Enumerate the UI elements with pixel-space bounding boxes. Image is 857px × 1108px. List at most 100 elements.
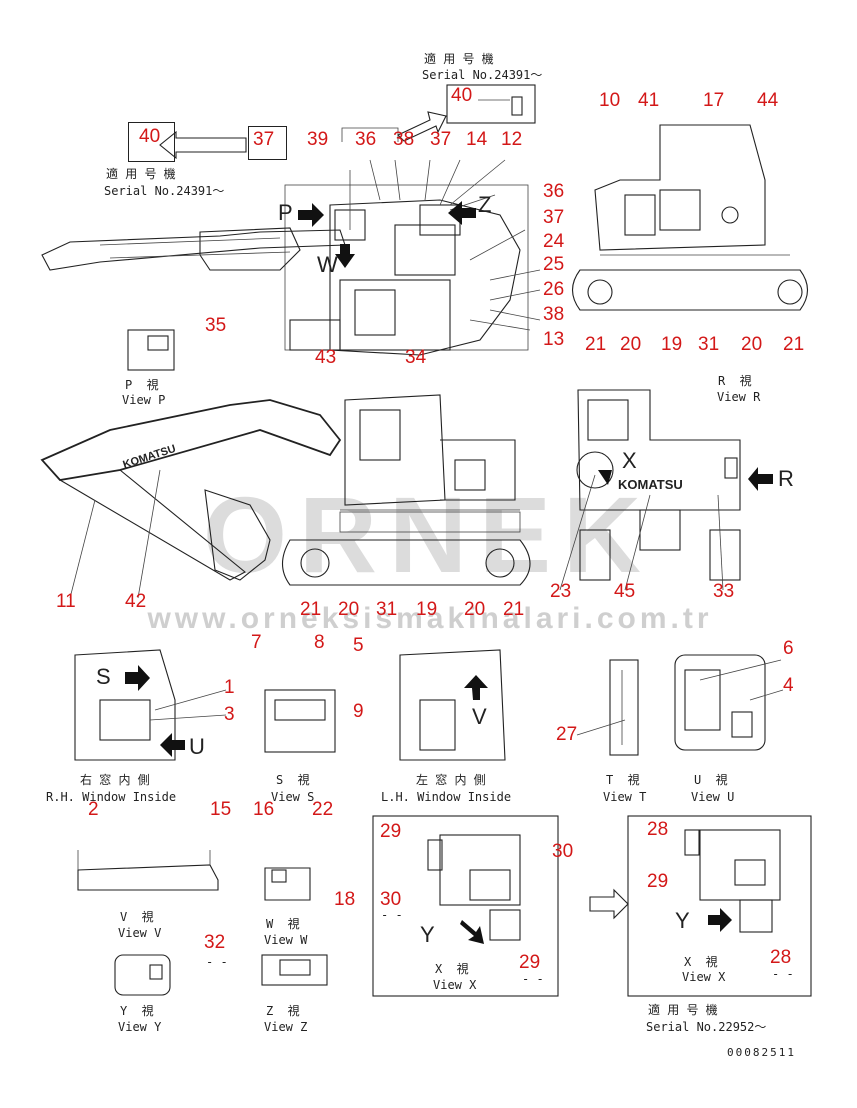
callout: 35 [205,315,227,336]
callout: 41 [638,90,660,111]
callout: 20 [620,334,642,355]
view-s-caption: View S [271,790,315,804]
view-letter-z: Z [478,192,492,217]
serial-label-box [446,84,536,124]
view-r-caption: View R [717,390,761,404]
callout: 45 [614,581,636,602]
callout: 36 [543,181,565,202]
view-letter-v: V [472,704,487,729]
plan-view [41,127,541,356]
callout: 43 [315,347,337,368]
dash-mark: - - [381,908,403,922]
callout: 14 [466,129,488,150]
view-r-caption-jp: R 視 [718,374,752,388]
rh-window-caption: R.H. Window Inside [46,790,177,804]
callout: 26 [543,279,565,300]
rh-window-drawing [74,649,176,761]
hollow-arrow-up-right [397,111,447,142]
serial-caption: Serial No.24391〜 [104,184,225,198]
arrow-u-icon [160,733,185,757]
view-w-drawing [264,867,311,901]
callout: 4 [783,675,794,696]
lh-window-caption-jp: 左 窓 内 側 [416,773,486,787]
callout: 25 [543,254,565,275]
counterweight-brand-text: KOMATSU [618,477,683,492]
arrow-s-icon [125,665,150,691]
callout: 30 [552,841,574,862]
callout: 10 [599,90,621,111]
view-r-drawing [576,389,741,581]
callout: 29 [380,821,402,842]
side-view-right [571,124,809,311]
view-letter-y: Y [420,922,435,947]
applicable-model-caption: 適 用 号 機 [424,52,494,66]
callout: 20 [464,599,486,620]
callout: 29 [519,952,541,973]
view-y-caption: View Y [118,1020,162,1034]
view-y-drawing [114,954,171,996]
view-p-drawing [127,329,175,371]
view-v-caption: View V [118,926,162,940]
callout: 17 [703,90,725,111]
view-x-caption: View X [433,978,477,992]
view-v-caption-jp: V 視 [120,910,154,924]
callout: 5 [353,635,364,656]
view-x-alt-drawing [684,829,781,933]
callout-40-box [128,122,175,162]
view-letter-x: X [622,448,637,473]
callout: 38 [393,129,415,150]
view-s-caption-jp: S 視 [276,773,310,787]
view-letter-y-alt: Y [675,908,690,933]
callout: 21 [585,334,607,355]
callout: 33 [713,581,735,602]
view-y-caption-jp: Y 視 [120,1004,154,1018]
callout: 44 [757,90,779,111]
callout: 38 [543,304,565,325]
callout: 39 [307,129,329,150]
view-u-caption: View U [691,790,735,804]
callout: 31 [376,599,398,620]
callout: 18 [334,889,356,910]
serial-caption: Serial No.22952〜 [646,1020,767,1034]
dash-mark: - - [772,967,794,981]
arrow-w-icon [335,244,355,268]
view-letter-p: P [278,200,293,225]
callout: 21 [300,599,322,620]
view-u-drawing [674,654,766,751]
view-x-alt-caption-jp: X 視 [684,955,718,969]
callout: 34 [405,347,427,368]
rh-window-caption-jp: 右 窓 内 側 [80,773,150,787]
callout: 9 [353,701,364,722]
arrow-z-icon [448,201,476,225]
view-letter-w: W [317,252,338,277]
view-letter-r: R [778,466,794,491]
callout: 27 [556,724,578,745]
callout: 21 [783,334,805,355]
callout: 30 [380,889,402,910]
view-letter-u: U [189,734,205,759]
callout: 16 [253,799,275,820]
callout: 8 [314,632,325,653]
dash-mark: - - [522,972,544,986]
callout: 12 [501,129,523,150]
view-letter-s: S [96,664,111,689]
view-t-drawing [609,659,639,756]
side-view-left [40,394,531,586]
view-w-caption-jp: W 視 [266,917,300,931]
applicable-model-caption: 適 用 号 機 [648,1003,718,1017]
view-p-caption-jp: P 視 [125,378,159,392]
callout: 31 [698,334,720,355]
view-x-drawing [427,834,521,941]
arrow-r-icon [748,467,773,491]
arrow-v-icon [464,675,488,700]
callout: 13 [543,329,565,350]
callout: 19 [661,334,683,355]
drawing-number: 00082511 [727,1046,796,1059]
callout: 22 [312,799,334,820]
callout: 42 [125,591,147,612]
view-z-drawing [261,954,328,986]
view-z-caption-jp: Z 視 [266,1004,300,1018]
callout: 21 [503,599,525,620]
view-s-drawing [264,689,336,753]
